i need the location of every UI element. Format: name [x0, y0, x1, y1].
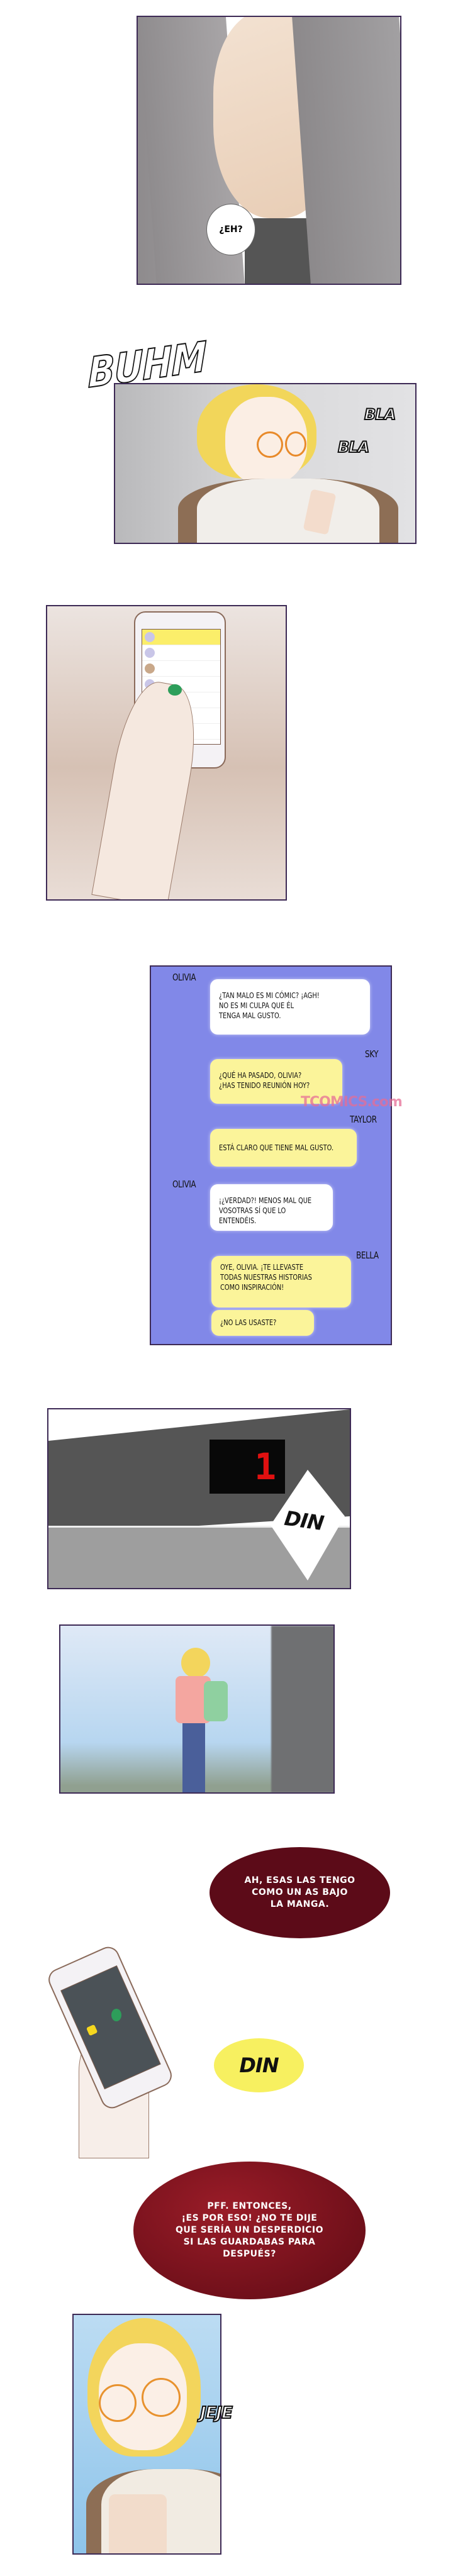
hand-holding-phone — [45, 1943, 182, 2158]
chat-message: ¿NO LAS USASTE? — [211, 1310, 314, 1336]
panel-phone-chatlist — [46, 605, 287, 901]
girl-head — [181, 1648, 210, 1678]
sfx-jeje: JEJE — [199, 2403, 233, 2423]
smartphone — [45, 1943, 176, 2112]
chat-sender-name: BELLA — [356, 1250, 379, 1261]
panel-man-peeking: ¿EH? — [137, 16, 401, 285]
panel-girl-outside — [59, 1624, 335, 1794]
backpack — [204, 1681, 228, 1721]
notification-icon — [86, 2024, 98, 2036]
glasses — [99, 2384, 137, 2422]
glasses — [257, 431, 283, 458]
floor-number: 1 — [254, 1445, 276, 1488]
glasses — [285, 431, 306, 457]
girl-body — [178, 479, 398, 543]
speech-bubble-eh: ¿EH? — [206, 204, 255, 255]
sfx-din-bubble: DIN — [214, 2038, 304, 2092]
sfx-din: DIN — [239, 2053, 279, 2077]
speech-text: ¿EH? — [219, 225, 243, 235]
chat-sender-name: OLIVIA — [172, 1179, 196, 1190]
building — [271, 1626, 333, 1792]
floor-display: 1 — [210, 1440, 285, 1494]
girl-legs — [182, 1723, 205, 1792]
phone-in-hand — [109, 2494, 167, 2553]
glasses — [142, 2378, 181, 2417]
chat-sender-name: TAYLOR — [350, 1114, 377, 1125]
green-nail — [111, 2009, 121, 2021]
speech-bubble: AH, ESAS LAS TENGO COMO UN AS BAJO LA MA… — [210, 1847, 390, 1938]
hand — [91, 677, 206, 899]
panel-girl-hallway: BLA BLA — [114, 383, 417, 544]
chat-message: OYE, OLIVIA. ¡TE LLEVASTE TODAS NUESTRAS… — [211, 1256, 351, 1307]
door-right — [292, 17, 400, 284]
chat-sender-name: SKY — [365, 1048, 379, 1060]
phone-screen — [60, 1965, 161, 2090]
watermark-logo: TCOMICS.com — [301, 1094, 403, 1110]
chat-sender-name: OLIVIA — [172, 972, 196, 983]
green-nail — [168, 684, 182, 696]
sfx-bla-1: BLA — [364, 405, 396, 424]
panel-group-chat: OLIVIA ¿TAN MALO ES MI CÓMIC? ¡AGH! NO E… — [150, 965, 392, 1345]
sfx-bla-2: BLA — [337, 438, 370, 457]
chat-message: ¿QUÉ HA PASADO, OLIVIA? ¿HAS TENIDO REUN… — [210, 1059, 342, 1104]
chat-message: ¿TAN MALO ES MI CÓMIC? ¡AGH! NO ES MI CU… — [210, 979, 370, 1035]
panel-girl-smiling — [72, 2314, 221, 2555]
panel-elevator: 1 DIN — [47, 1408, 351, 1589]
chat-message: ESTÁ CLARO QUE TIENE MAL GUSTO. — [210, 1129, 357, 1167]
speech-bubble: PFF. ENTONCES, ¡ES POR ESO! ¿NO TE DIJE … — [133, 2162, 366, 2299]
chat-message: ¡¿VERDAD?! MENOS MAL QUE VOSOTRAS SÍ QUE… — [210, 1184, 333, 1231]
